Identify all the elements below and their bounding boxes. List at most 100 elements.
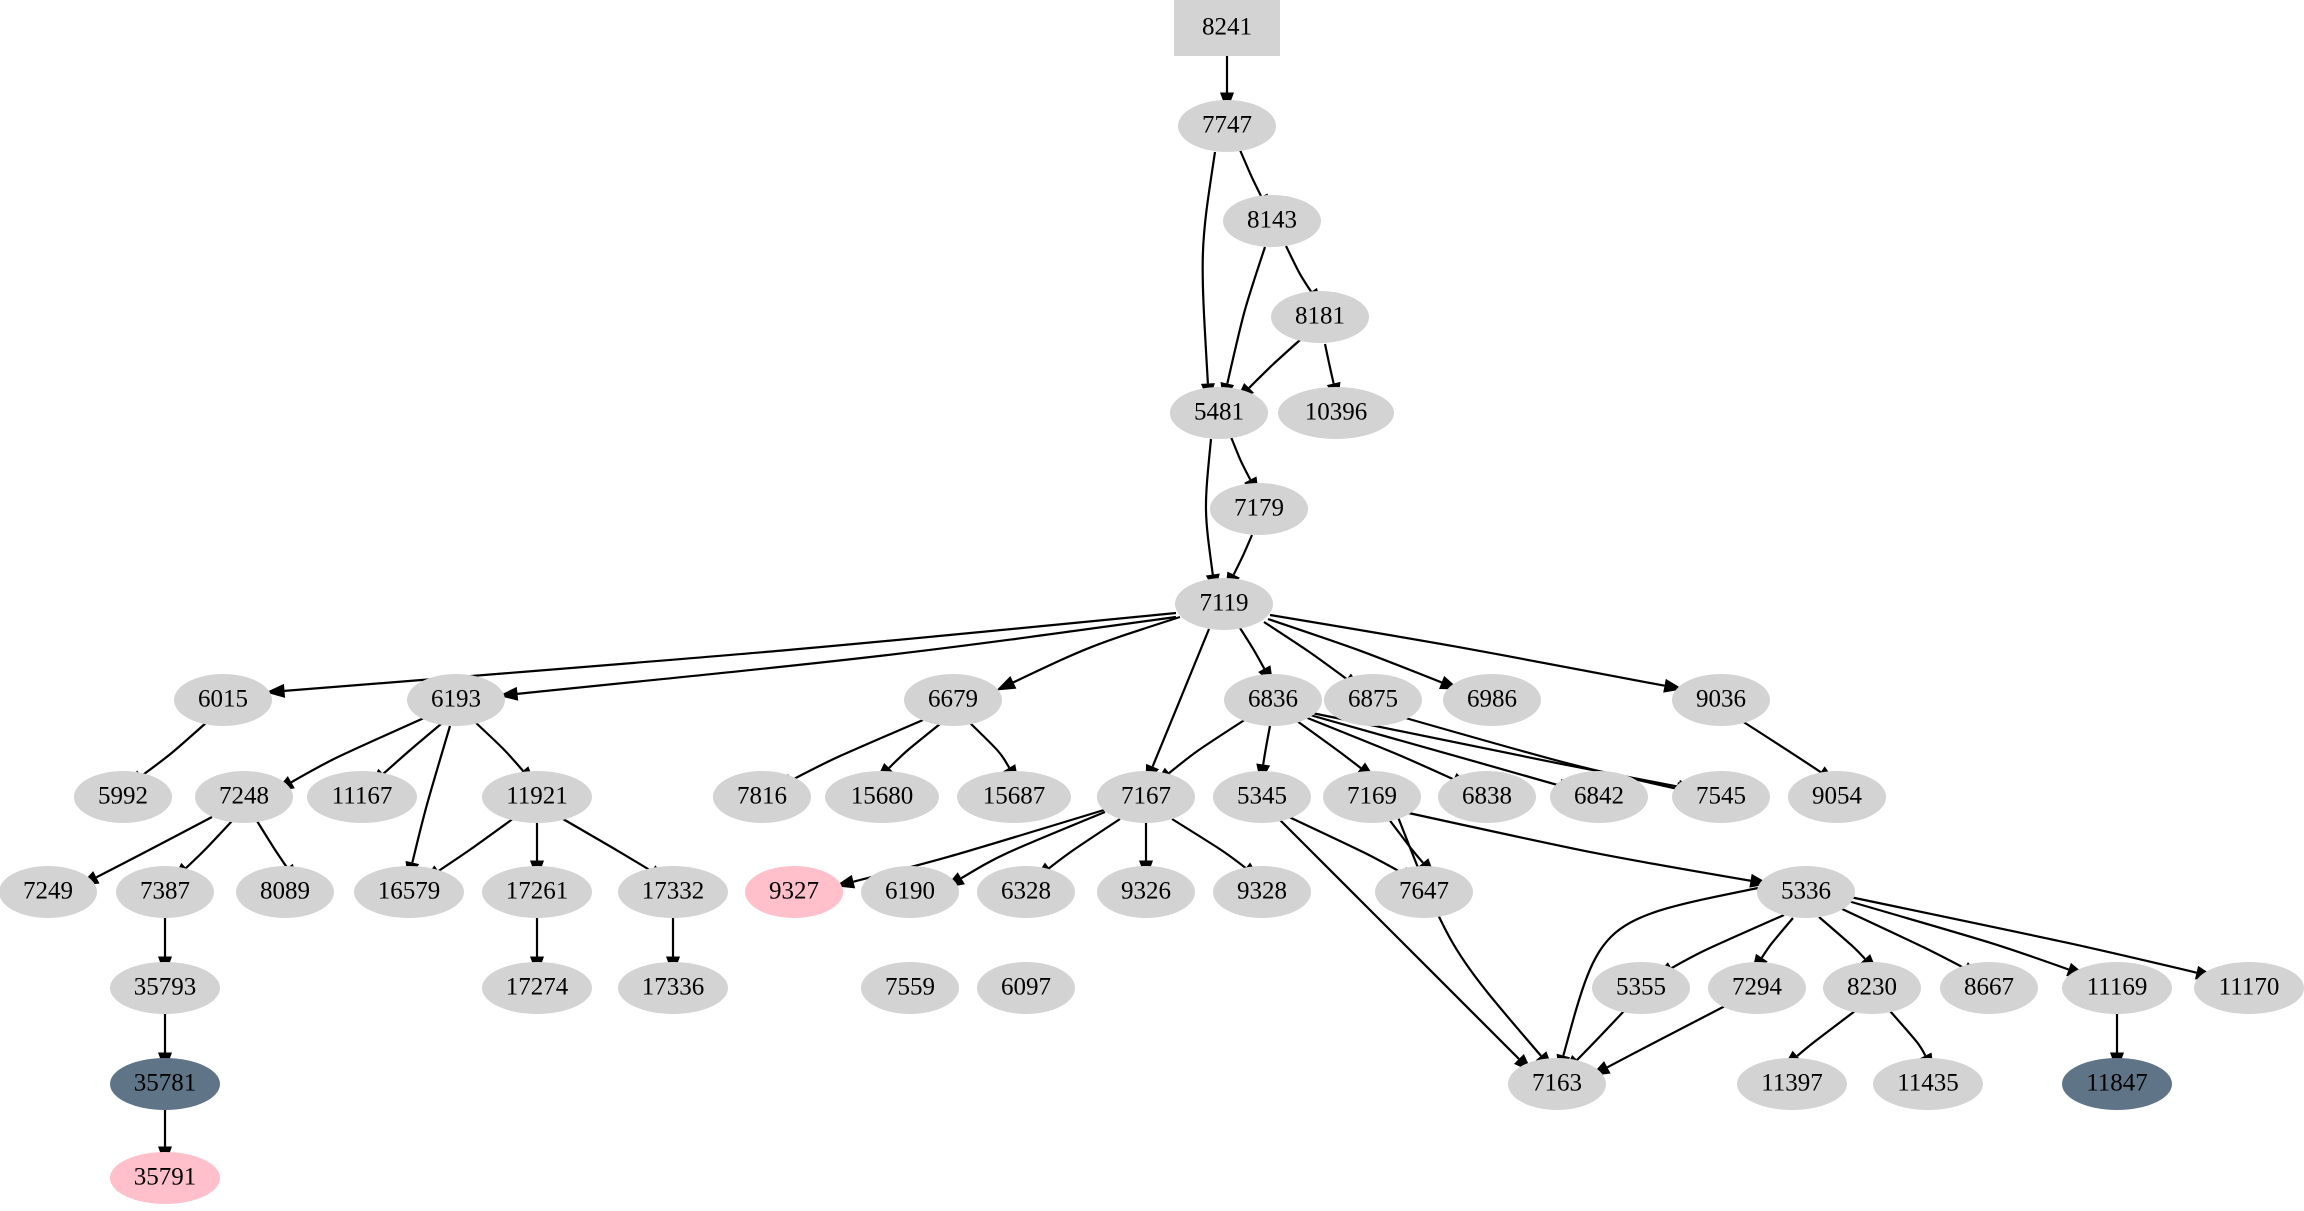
- node-ellipse-shape[interactable]: [1823, 962, 1921, 1014]
- graph-node-7559[interactable]: 7559: [861, 962, 959, 1014]
- node-ellipse-shape[interactable]: [1940, 962, 2038, 1014]
- graph-node-6679[interactable]: 6679: [904, 674, 1002, 726]
- node-ellipse-shape[interactable]: [1271, 291, 1369, 343]
- graph-node-8667[interactable]: 8667: [1940, 962, 2038, 1014]
- graph-node-5355[interactable]: 5355: [1592, 962, 1690, 1014]
- node-ellipse-shape[interactable]: [354, 866, 464, 918]
- graph-node-7248[interactable]: 7248: [195, 771, 293, 823]
- graph-node-6836[interactable]: 6836: [1224, 674, 1322, 726]
- graph-node-35781[interactable]: 35781: [110, 1058, 220, 1110]
- node-ellipse-shape[interactable]: [618, 962, 728, 1014]
- node-ellipse-shape[interactable]: [861, 866, 959, 918]
- node-ellipse-shape[interactable]: [618, 866, 728, 918]
- graph-node-6328[interactable]: 6328: [977, 866, 1075, 918]
- node-ellipse-shape[interactable]: [1097, 866, 1195, 918]
- node-ellipse-shape[interactable]: [2194, 962, 2304, 1014]
- node-ellipse-shape[interactable]: [1737, 1058, 1847, 1110]
- graph-node-5481[interactable]: 5481: [1170, 387, 1268, 439]
- node-ellipse-shape[interactable]: [110, 1152, 220, 1204]
- node-ellipse-shape[interactable]: [745, 866, 843, 918]
- node-ellipse-shape[interactable]: [1324, 674, 1422, 726]
- node-ellipse-shape[interactable]: [825, 771, 939, 823]
- graph-node-8230[interactable]: 8230: [1823, 962, 1921, 1014]
- graph-node-6193[interactable]: 6193: [407, 674, 505, 726]
- node-ellipse-shape[interactable]: [0, 866, 97, 918]
- graph-node-6842[interactable]: 6842: [1550, 771, 1648, 823]
- node-ellipse-shape[interactable]: [482, 771, 592, 823]
- graph-node-7647[interactable]: 7647: [1375, 866, 1473, 918]
- graph-node-9328[interactable]: 9328: [1213, 866, 1311, 918]
- graph-node-11847[interactable]: 11847: [2062, 1058, 2172, 1110]
- graph-node-7747[interactable]: 7747: [1178, 100, 1276, 152]
- node-ellipse-shape[interactable]: [2062, 962, 2172, 1014]
- graph-node-17261[interactable]: 17261: [482, 866, 592, 918]
- graph-node-5992[interactable]: 5992: [74, 771, 172, 823]
- graph-node-35793[interactable]: 35793: [110, 962, 220, 1014]
- graph-node-17332[interactable]: 17332: [618, 866, 728, 918]
- graph-node-8181[interactable]: 8181: [1271, 291, 1369, 343]
- node-ellipse-shape[interactable]: [174, 674, 272, 726]
- node-box-shape[interactable]: [1174, 0, 1280, 56]
- graph-node-7167[interactable]: 7167: [1097, 771, 1195, 823]
- node-ellipse-shape[interactable]: [407, 674, 505, 726]
- node-ellipse-shape[interactable]: [1278, 387, 1394, 439]
- node-ellipse-shape[interactable]: [1757, 866, 1855, 918]
- graph-node-6097[interactable]: 6097: [977, 962, 1075, 1014]
- node-ellipse-shape[interactable]: [1592, 962, 1690, 1014]
- graph-node-11170[interactable]: 11170: [2194, 962, 2304, 1014]
- graph-node-11397[interactable]: 11397: [1737, 1058, 1847, 1110]
- node-ellipse-shape[interactable]: [1175, 578, 1273, 630]
- node-ellipse-shape[interactable]: [1438, 771, 1536, 823]
- node-ellipse-shape[interactable]: [307, 771, 417, 823]
- graph-node-7119[interactable]: 7119: [1175, 578, 1273, 630]
- graph-node-15687[interactable]: 15687: [957, 771, 1071, 823]
- graph-node-5345[interactable]: 5345: [1213, 771, 1311, 823]
- node-ellipse-shape[interactable]: [1210, 483, 1308, 535]
- graph-node-6190[interactable]: 6190: [861, 866, 959, 918]
- graph-node-7545[interactable]: 7545: [1672, 771, 1770, 823]
- graph-node-6875[interactable]: 6875: [1324, 674, 1422, 726]
- graph-node-5336[interactable]: 5336: [1757, 866, 1855, 918]
- node-ellipse-shape[interactable]: [977, 866, 1075, 918]
- graph-node-15680[interactable]: 15680: [825, 771, 939, 823]
- node-ellipse-shape[interactable]: [74, 771, 172, 823]
- graph-node-7179[interactable]: 7179: [1210, 483, 1308, 535]
- graph-node-9036[interactable]: 9036: [1672, 674, 1770, 726]
- node-ellipse-shape[interactable]: [1708, 962, 1806, 1014]
- node-ellipse-shape[interactable]: [1550, 771, 1648, 823]
- node-ellipse-shape[interactable]: [2062, 1058, 2172, 1110]
- node-ellipse-shape[interactable]: [977, 962, 1075, 1014]
- node-ellipse-shape[interactable]: [1672, 674, 1770, 726]
- graph-node-9327[interactable]: 9327: [745, 866, 843, 918]
- node-ellipse-shape[interactable]: [1443, 674, 1541, 726]
- node-ellipse-shape[interactable]: [1224, 674, 1322, 726]
- graph-node-7169[interactable]: 7169: [1323, 771, 1421, 823]
- graph-node-10396[interactable]: 10396: [1278, 387, 1394, 439]
- graph-node-8143[interactable]: 8143: [1223, 195, 1321, 247]
- graph-node-9326[interactable]: 9326: [1097, 866, 1195, 918]
- node-ellipse-shape[interactable]: [904, 674, 1002, 726]
- node-ellipse-shape[interactable]: [713, 771, 811, 823]
- graph-node-7163[interactable]: 7163: [1508, 1058, 1606, 1110]
- node-ellipse-shape[interactable]: [110, 1058, 220, 1110]
- node-ellipse-shape[interactable]: [1672, 771, 1770, 823]
- graph-node-11921[interactable]: 11921: [482, 771, 592, 823]
- node-ellipse-shape[interactable]: [1178, 100, 1276, 152]
- graph-node-16579[interactable]: 16579: [354, 866, 464, 918]
- node-ellipse-shape[interactable]: [236, 866, 334, 918]
- graph-node-6838[interactable]: 6838: [1438, 771, 1536, 823]
- node-ellipse-shape[interactable]: [116, 866, 214, 918]
- graph-node-7816[interactable]: 7816: [713, 771, 811, 823]
- node-ellipse-shape[interactable]: [482, 962, 592, 1014]
- graph-node-7294[interactable]: 7294: [1708, 962, 1806, 1014]
- graph-node-7387[interactable]: 7387: [116, 866, 214, 918]
- node-ellipse-shape[interactable]: [195, 771, 293, 823]
- graph-node-11169[interactable]: 11169: [2062, 962, 2172, 1014]
- node-ellipse-shape[interactable]: [861, 962, 959, 1014]
- node-ellipse-shape[interactable]: [1375, 866, 1473, 918]
- graph-node-11167[interactable]: 11167: [307, 771, 417, 823]
- graph-node-7249[interactable]: 7249: [0, 866, 97, 918]
- node-ellipse-shape[interactable]: [1170, 387, 1268, 439]
- node-ellipse-shape[interactable]: [1097, 771, 1195, 823]
- node-ellipse-shape[interactable]: [110, 962, 220, 1014]
